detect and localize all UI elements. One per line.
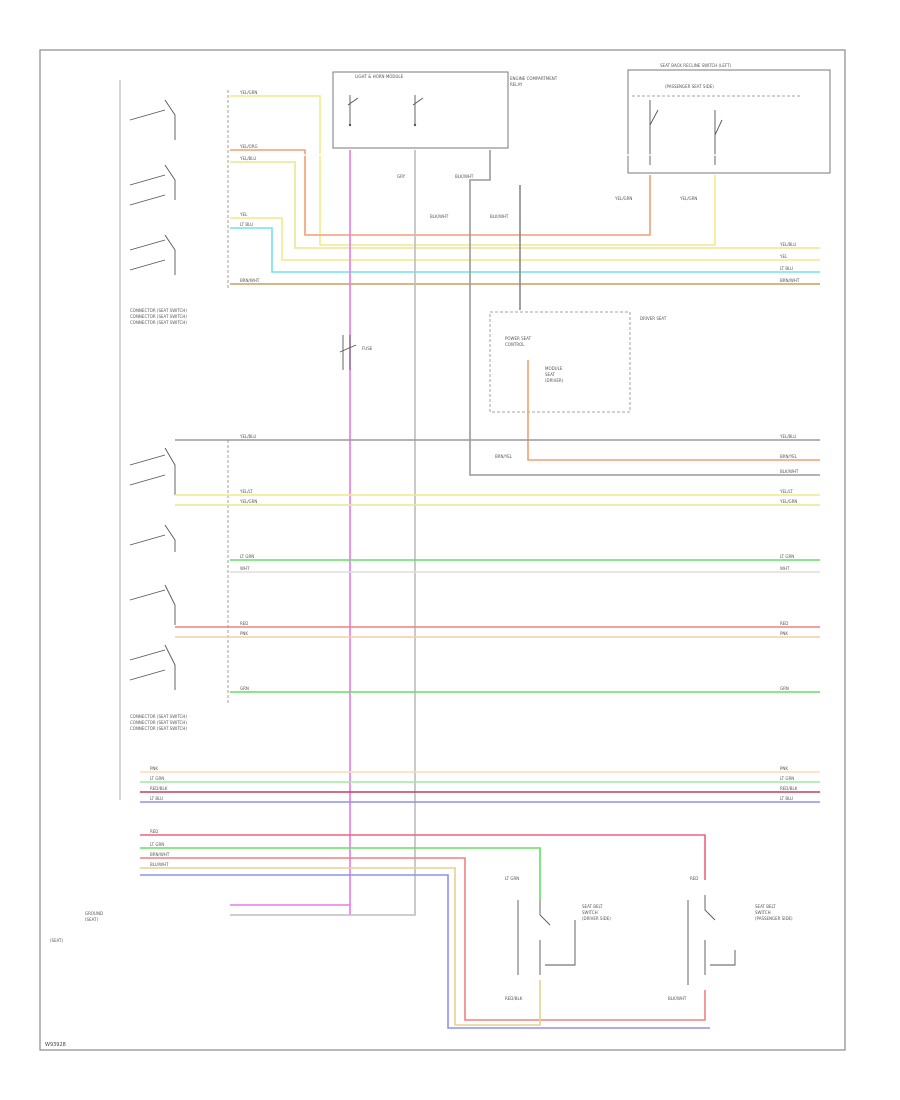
wire-label-bottom-1b: LT GRN: [780, 776, 794, 781]
wire-label-misc-7: BLK/WHT: [490, 214, 509, 219]
left-conn-mid-2: CONNECTOR (SEAT SWITCH): [130, 720, 187, 725]
wire-label-misc-8: BLK/WHT: [668, 996, 687, 1001]
wire-label-center-7: RED: [240, 621, 248, 626]
vertical-trunks: [230, 150, 820, 916]
wire-label-center-0b: YEL/BLU: [779, 434, 796, 439]
light-horn-module-box: [332, 71, 509, 149]
fuse-label: FUSE: [362, 346, 373, 351]
left-conn-top-2: CONNECTOR (SEAT SWITCH): [130, 314, 187, 319]
wire-label-misc-6: RED: [690, 876, 698, 881]
passenger-buckle-switch: [687, 895, 736, 985]
buckle-right-1: SWITCH: [755, 910, 771, 915]
orange-feed-wire: [527, 360, 820, 461]
dash-box-line-1: CONTROL: [505, 342, 525, 347]
module-right-label: ENGINE COMPARTMENT: [510, 76, 558, 81]
bottom-wire-bundle: [140, 771, 820, 1029]
left-conn-top-1: CONNECTOR (SEAT SWITCH): [130, 308, 187, 313]
dash-box-line-4: (DRIVER): [545, 378, 564, 383]
wire-label-center-8b: PNK: [780, 631, 788, 636]
wire-label-top-0: YEL/GRN: [239, 90, 257, 95]
ground-note: (SEAT): [85, 917, 98, 922]
left-conn-mid-3: CONNECTOR (SEAT SWITCH): [130, 726, 187, 731]
buckle-right-0: SEAT BELT: [755, 904, 776, 909]
wire-label-misc-3: YEL/GRN: [614, 196, 632, 201]
seat-back-switch-box: [627, 69, 831, 174]
wire-label-misc-4: YEL/GRN: [679, 196, 697, 201]
driver-buckle-switch: [517, 900, 576, 975]
wire-label-rt-1: YEL: [779, 254, 788, 259]
wire-label-top-2: YEL/BLU: [239, 156, 256, 161]
middle-wire-bundle: [175, 439, 820, 693]
wire-label-misc-1: BLK/WHT: [430, 214, 449, 219]
seat-back-switch-contacts: [632, 95, 800, 165]
wire-label-top-1: YEL/ORG: [239, 144, 258, 149]
ground-label: GROUND: [85, 911, 103, 916]
buckle-right-2: (PASSENGER SIDE): [755, 916, 793, 921]
ground-note-2: (SEAT): [50, 938, 63, 943]
wire-label-center-1b: BRN/YEL: [780, 454, 798, 459]
wire-label-center-6b: WHT: [780, 566, 790, 571]
wire-label-center-5b: LT GRN: [780, 554, 794, 559]
module-relay-contacts: [347, 95, 424, 127]
module-title: LIGHT & HORN MODULE: [355, 74, 404, 79]
wire-label-bottom-2: RED/BLK: [150, 786, 168, 791]
wire-label-center-9: GRN: [240, 686, 249, 691]
wire-label-top-4: LT BLU: [240, 222, 253, 227]
top-wire-bundle: [230, 95, 820, 285]
wire-label-misc-5: GRY: [397, 174, 406, 179]
wire-label-center-4b: YEL/GRN: [779, 499, 797, 504]
left-conn-top-3: CONNECTOR (SEAT SWITCH): [130, 320, 187, 325]
wire-label-bottom-5: LT GRN: [150, 842, 164, 847]
wire-label-rt-3: BRN/WHT: [780, 278, 800, 283]
left-switch-column-top: [119, 80, 229, 800]
wire-label-center-1: BRN/YEL: [495, 454, 513, 459]
wire-label-center-7b: RED: [780, 621, 788, 626]
wire-label-top-3: YEL: [239, 212, 248, 217]
dash-box-title: DRIVER SEAT: [640, 316, 667, 321]
wire-label-rt-0: YEL/BLU: [779, 242, 796, 247]
buckle-left-1: SWITCH: [582, 910, 598, 915]
diagram-frame: [39, 49, 846, 1051]
wire-label-bottom-3: LT BLU: [150, 796, 163, 801]
wire-label-misc-9: LT GRN: [505, 876, 519, 881]
seat-sw-note: (PASSENGER SEAT SIDE): [665, 84, 714, 89]
buckle-left-0: SEAT BELT: [582, 904, 603, 909]
wire-label-top-5: BRN/WHT: [240, 278, 260, 283]
wire-label-center-3: YEL/LT: [239, 489, 253, 494]
wire-label-bottom-2b: RED/BLK: [780, 786, 798, 791]
wire-label-bottom-3b: LT BLU: [780, 796, 793, 801]
wire-label-center-4: YEL/GRN: [239, 499, 257, 504]
wire-label-rt-2: LT BLU: [780, 266, 793, 271]
dash-box-line-0: POWER SEAT: [505, 336, 532, 341]
wire-label-bottom-6: BRN/WHT: [150, 852, 170, 857]
dash-box-line-3: SEAT: [545, 372, 555, 377]
buckle-left-2: (DRIVER SIDE): [582, 916, 611, 921]
wire-label-center-8: PNK: [240, 631, 248, 636]
wire-label-center-6: WHT: [240, 566, 250, 571]
wire-label-center-3b: YEL/LT: [779, 489, 793, 494]
wire-label-bottom-1: LT GRN: [150, 776, 164, 781]
wire-label-bottom-0b: PNK: [780, 766, 788, 771]
wire-label-bottom-4: RED: [150, 829, 158, 834]
wire-label-center-9b: GRN: [780, 686, 789, 691]
wire-label-misc-0: BLK/WHT: [455, 174, 474, 179]
wire-label-center-0: YEL/BLU: [239, 434, 256, 439]
wire-label-bottom-7: BLU/WHT: [150, 862, 169, 867]
wire-label-bottom-0: PNK: [150, 766, 158, 771]
seat-sw-title: SEAT BACK RECLINE SWITCH (LEFT): [660, 63, 732, 68]
left-switch-column-mid: [129, 440, 229, 705]
left-conn-mid-1: CONNECTOR (SEAT SWITCH): [130, 714, 187, 719]
dash-box-line-2: MODULE: [545, 366, 563, 371]
diagram-id: W93928: [45, 1042, 66, 1048]
wire-label-center-2: BLK/WHT: [780, 469, 799, 474]
seat-control-module-box: [489, 311, 631, 413]
wire-label-misc-10: RED/BLK: [505, 996, 523, 1001]
relay-label: RELAY: [510, 82, 523, 87]
fuse-symbol: [339, 335, 357, 370]
wire-label-center-5: LT GRN: [240, 554, 254, 559]
